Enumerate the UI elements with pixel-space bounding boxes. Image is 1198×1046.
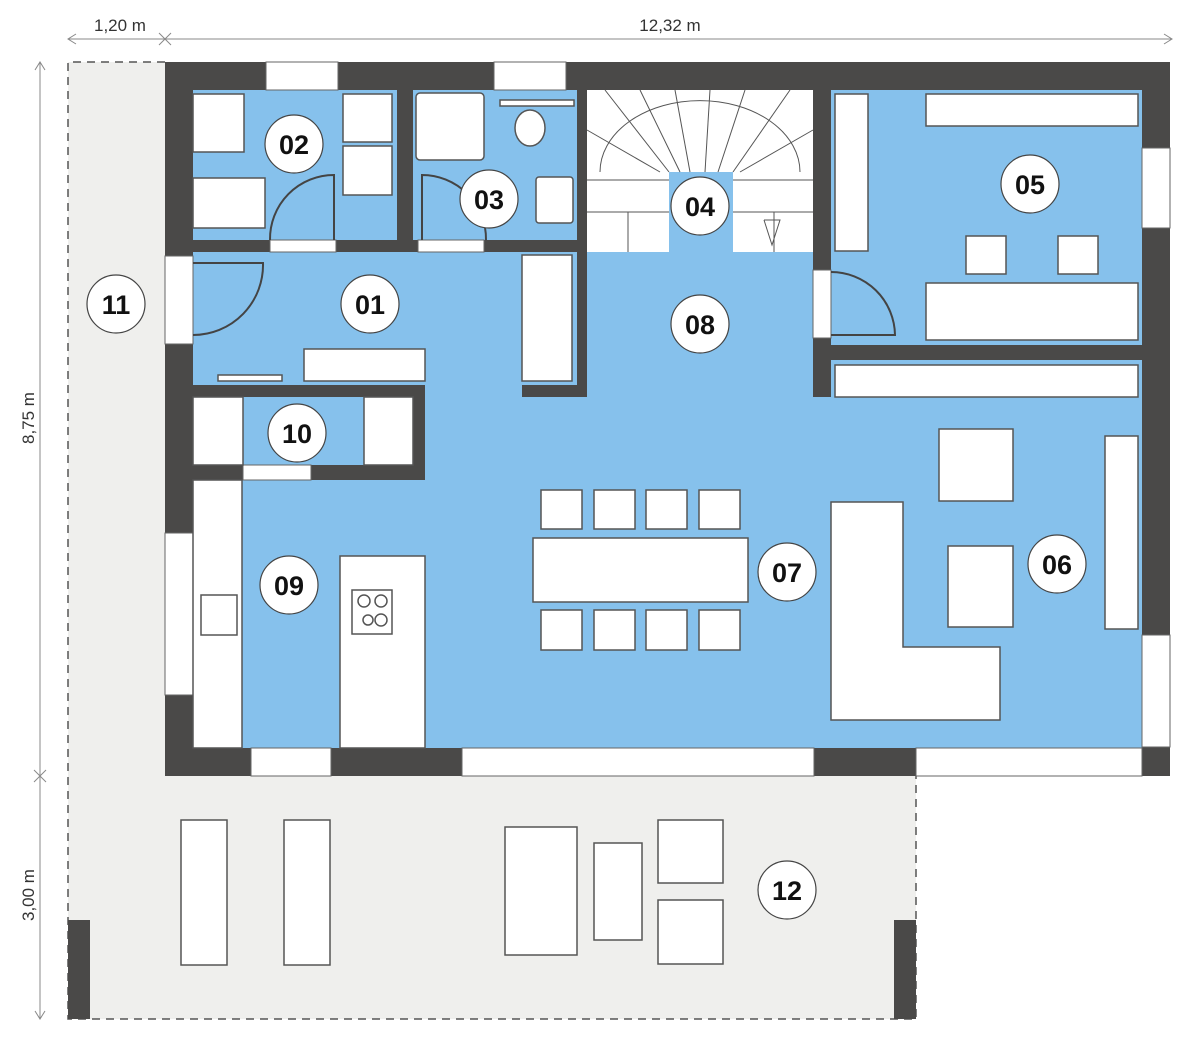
room-10-label: 10	[267, 403, 327, 463]
room-09-label: 09	[259, 555, 319, 615]
svg-text:08: 08	[685, 310, 715, 340]
svg-text:12: 12	[772, 876, 802, 906]
svg-text:07: 07	[772, 558, 802, 588]
room-11-label: 11	[86, 274, 146, 334]
dimension-house-width: 12,32 m	[639, 16, 700, 35]
dimension-terrace-width: 1,20 m	[94, 16, 146, 35]
svg-text:04: 04	[685, 192, 715, 222]
room-03-label: 03	[459, 169, 519, 229]
room-07-label: 07	[757, 542, 817, 602]
svg-text:01: 01	[355, 290, 385, 320]
svg-text:02: 02	[279, 130, 309, 160]
room-labels: 01 02 03 04 05 06 07 08 09 10 11 12	[86, 114, 1087, 920]
dimension-house-depth: 8,75 m	[19, 392, 38, 444]
room-02-label: 02	[264, 114, 324, 174]
furniture	[180, 92, 1139, 966]
room-08-label: 08	[670, 294, 730, 354]
dimension-terrace-depth: 3,00 m	[19, 869, 38, 921]
windows	[164, 61, 1171, 777]
room-01-label: 01	[340, 274, 400, 334]
svg-text:05: 05	[1015, 170, 1045, 200]
room-12-label: 12	[757, 860, 817, 920]
room-06-label: 06	[1027, 534, 1087, 594]
svg-text:06: 06	[1042, 550, 1072, 580]
svg-text:09: 09	[274, 571, 304, 601]
dimension-lines	[33, 32, 1173, 1020]
room-04-label: 04	[670, 176, 730, 236]
room-05-label: 05	[1000, 154, 1060, 214]
svg-text:10: 10	[282, 419, 312, 449]
svg-text:11: 11	[102, 290, 131, 320]
svg-text:03: 03	[474, 185, 504, 215]
